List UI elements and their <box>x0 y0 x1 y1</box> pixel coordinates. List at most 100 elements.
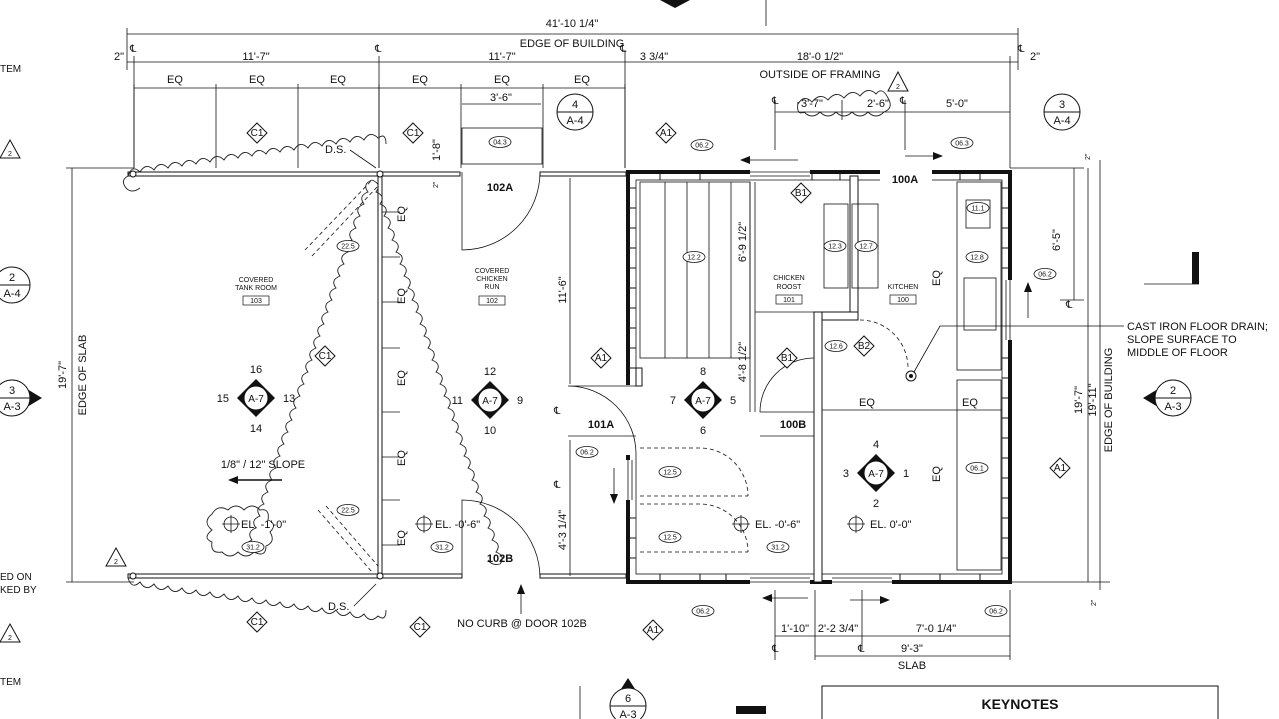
room-roost: CHICKEN ROOST 101 <box>773 275 805 305</box>
svg-text:100: 100 <box>897 297 909 304</box>
section-marker: 3A-4 <box>1043 93 1081 131</box>
section-num: 6 <box>625 693 631 705</box>
ie-top: 8 <box>700 366 706 378</box>
keynote-tag-text: 31.2 <box>246 545 260 552</box>
section-marker: 6A-3 <box>609 678 647 719</box>
svg-text:TANK ROOM: TANK ROOM <box>235 285 277 292</box>
dim-2in-rt: 2" <box>1085 153 1092 160</box>
wall-type-tag: B1 <box>790 182 812 204</box>
svg-text:2: 2 <box>8 151 12 158</box>
dim-1-8: 1'-8" <box>431 139 443 161</box>
edge-of-slab-label: EDGE OF SLAB <box>77 335 89 416</box>
wall-type-tag: B2 <box>853 335 875 357</box>
door-100b: 100B <box>780 419 806 431</box>
wall-type-tag-text: C1 <box>414 622 427 633</box>
svg-text:2: 2 <box>8 635 12 642</box>
wall-type-tag-text: B1 <box>795 188 808 199</box>
keynote-tag: 06.1 <box>965 462 989 474</box>
centerline-marks: ℄℄ ℄℄ ℄℄ ℄ <box>553 96 1073 655</box>
wall-type-tag-text: A1 <box>647 625 660 636</box>
dim-3-7: 3'-7" <box>801 98 823 110</box>
ie-bottom: 6 <box>700 425 706 437</box>
ie-right: 5 <box>730 395 736 407</box>
wall-type-tag: A1 <box>655 122 677 144</box>
wall-type-tag-text: B2 <box>858 341 871 352</box>
section-marker: 2A-4 <box>0 266 31 304</box>
ds-top: D.S. <box>325 144 346 156</box>
room-kitchen: KITCHEN 100 <box>888 284 919 305</box>
ie-top: 4 <box>873 439 879 451</box>
drain-note-3: MIDDLE OF FLOOR <box>1127 347 1228 359</box>
dim-9-3: 9'-3" <box>901 643 923 655</box>
right-dimensions: 6'-5" 2" 19'-7" 19'-11" EDGE OF BUILDING… <box>1010 153 1115 606</box>
section-num: 3 <box>9 385 15 397</box>
dim-1-10: 1'-10" <box>781 623 809 635</box>
el-kitchen: EL. 0'-0" <box>870 519 912 531</box>
eq-kitchen-1: EQ <box>859 397 875 409</box>
section-sheet: A-4 <box>3 288 20 300</box>
section-num: 3 <box>1059 99 1065 111</box>
keynote-tag-text: 12.7 <box>859 244 873 251</box>
keynote-tag-text: 31.2 <box>771 545 785 552</box>
keynote-tag-text: 06.1 <box>970 466 984 473</box>
eq-kitchen-2: EQ <box>962 397 978 409</box>
keynote-tag-text: 12.5 <box>663 470 677 477</box>
svg-text:COVERED: COVERED <box>239 277 274 284</box>
keynote-tag-text: 22.5 <box>341 244 355 251</box>
keynote-tag: 11.1 <box>966 202 990 214</box>
eq-6: EQ <box>574 74 590 86</box>
svg-text:2: 2 <box>896 84 900 91</box>
svg-text:COVERED: COVERED <box>475 268 510 275</box>
top-dimensions: 41'-10 1/4" EDGE OF BUILDING 2" 11'-7" 1… <box>114 18 1040 188</box>
revision-tags: 2 2 2 <box>0 138 127 643</box>
wall-type-tag-text: B1 <box>781 353 794 364</box>
eq-2: EQ <box>249 74 265 86</box>
ie-left: 3 <box>843 468 849 480</box>
room-tank: COVERED TANK ROOM 103 <box>235 277 277 306</box>
elevation-marks: EL. -1'-0" EL. -0'-6" EL. -0'-6" EL. 0'-… <box>222 515 912 533</box>
eq-3: EQ <box>330 74 346 86</box>
keynote-tag-text: 12.6 <box>829 344 843 351</box>
pergola-structure <box>123 134 627 620</box>
keynote-tag: 04.3 <box>488 136 512 148</box>
svg-text:KITCHEN: KITCHEN <box>888 284 919 291</box>
svg-text:℄: ℄ <box>553 480 561 491</box>
keynote-tag-text: 06.2 <box>580 450 594 457</box>
building-walls <box>624 170 1014 584</box>
keynote-tag: 12.6 <box>824 340 848 352</box>
keynote-tag: 06.2 <box>690 139 714 151</box>
ie-bottom: 2 <box>873 498 879 510</box>
section-marker: 2A-3 <box>1143 379 1192 417</box>
notes: D.S. D.S. 1/8" / 12" SLOPE NO CURB @ DOO… <box>221 144 1268 714</box>
wall-type-tag-text: C1 <box>319 351 332 362</box>
dim-5-0: 5'-0" <box>946 98 968 110</box>
cl-mark: ℄ <box>619 44 627 55</box>
cl-mark: ℄ <box>129 44 137 55</box>
wall-type-tag: A1 <box>590 347 612 369</box>
keynote-tag-text: 31.2 <box>435 545 449 552</box>
svg-text:2: 2 <box>114 559 118 566</box>
section-sheet: A-3 <box>1164 401 1181 413</box>
eq-4: EQ <box>412 74 428 86</box>
keynote-tag: 31.2 <box>430 541 454 553</box>
keynote-tag-text: 06.2 <box>989 609 1003 616</box>
svg-text:101: 101 <box>783 297 795 304</box>
keynotes-legend: KEYNOTES <box>579 685 1219 719</box>
wall-type-tag-text: C1 <box>407 128 420 139</box>
svg-text:102: 102 <box>486 298 498 305</box>
keynote-tag: 22.5 <box>336 240 360 252</box>
wall-type-tag: C1 <box>314 345 336 367</box>
dim-11-7-b: 11'-7" <box>488 51 515 63</box>
eq-run-1: EQ <box>396 206 408 222</box>
bottom-dimensions: 1'-10" 2'-2 3/4" 7'-0 1/4" 9'-3" SLAB <box>774 590 1011 672</box>
keynote-tag-text: 06.3 <box>955 141 969 148</box>
dim-2-6: 2'-6" <box>867 98 889 110</box>
wall-type-tag: C1 <box>246 122 268 144</box>
svg-text:℄: ℄ <box>899 96 907 107</box>
svg-text:ROOST: ROOST <box>777 284 803 291</box>
wall-type-tag-text: A1 <box>660 128 673 139</box>
wall-type-tag: A1 <box>642 619 664 641</box>
